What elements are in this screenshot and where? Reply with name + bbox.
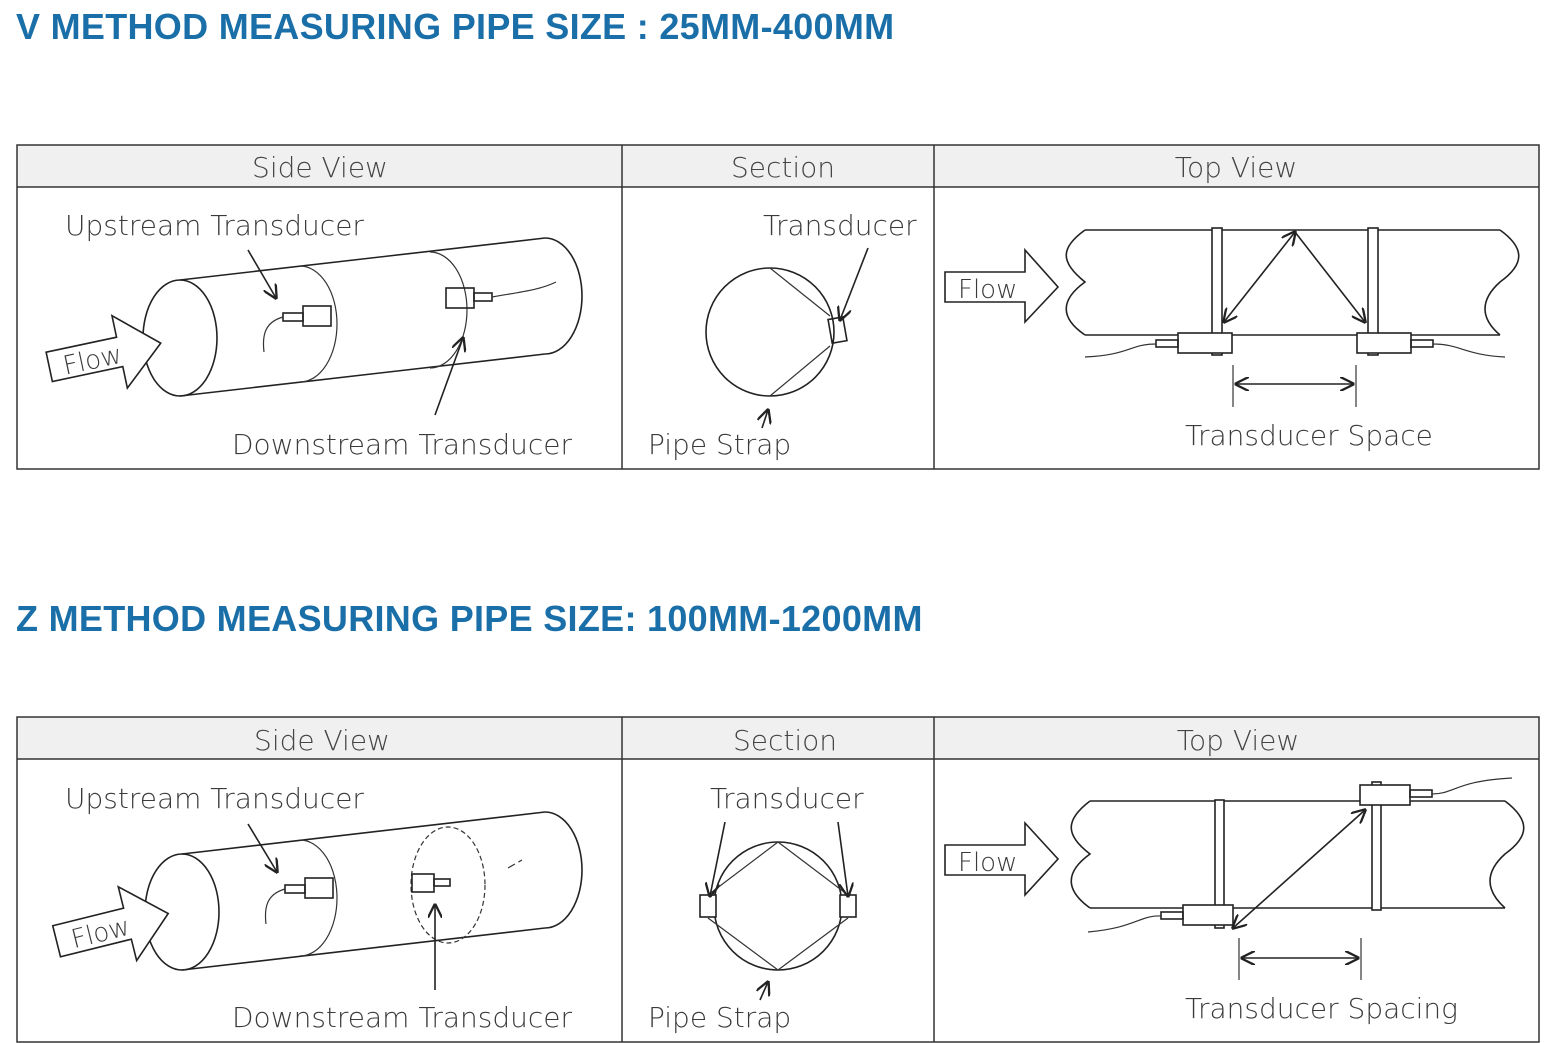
z-method-table: Side View Section Top View Flow Upstream…	[16, 716, 1540, 1043]
upstream-transducer-label: Upstream Transducer	[65, 782, 364, 815]
v-method-title: V METHOD MEASURING PIPE SIZE : 25MM-400M…	[16, 6, 895, 47]
flow-label: Flow	[60, 340, 124, 382]
upstream-transducer-label: Upstream Transducer	[65, 209, 364, 242]
downstream-transducer-icon	[445, 287, 475, 309]
transducer-icon	[699, 894, 717, 918]
downstream-transducer-icon	[411, 873, 435, 893]
z-method-title: Z METHOD MEASURING PIPE SIZE: 100MM-1200…	[16, 598, 923, 639]
flow-arrow-icon: Flow	[51, 885, 170, 963]
flow-arrow-icon: Flow	[944, 247, 1060, 325]
v-section-pipe	[705, 247, 869, 429]
transducer-label: Transducer	[763, 209, 917, 242]
z-section-pipe	[699, 821, 857, 1001]
z-top-view-pipe	[1070, 777, 1525, 980]
pipe-strap-label: Pipe Strap	[648, 428, 791, 461]
header-top-view: Top View	[1175, 151, 1298, 184]
v-side-view-pipe	[142, 237, 583, 416]
downstream-transducer-label: Downstream Transducer	[232, 1001, 572, 1034]
transducer-icon	[827, 316, 848, 345]
flow-arrow-icon: Flow	[944, 820, 1060, 898]
header-top-view: Top View	[1177, 724, 1300, 757]
upstream-transducer-icon	[302, 305, 332, 327]
flow-label: Flow	[958, 848, 1017, 878]
transducer-icon	[839, 894, 857, 918]
flow-label: Flow	[958, 275, 1017, 305]
z-side-view-pipe	[144, 811, 583, 990]
transducer-spacing-label: Transducer Space	[1185, 419, 1433, 452]
header-section: Section	[733, 724, 837, 757]
v-method-table: Side View Section Top View Flow Upstream…	[16, 144, 1540, 470]
flow-label: Flow	[68, 912, 133, 955]
downstream-transducer-label: Downstream Transducer	[232, 428, 572, 461]
pipe-strap-label: Pipe Strap	[648, 1001, 791, 1034]
header-side-view: Side View	[254, 724, 390, 757]
transducer-spacing-label: Transducer Spacing	[1185, 992, 1458, 1025]
flow-arrow-icon: Flow	[45, 314, 162, 390]
upstream-transducer-icon	[304, 877, 334, 899]
header-side-view: Side View	[252, 151, 388, 184]
header-section: Section	[731, 151, 835, 184]
v-top-view-pipe	[1065, 227, 1520, 407]
transducer-label: Transducer	[710, 782, 864, 815]
table-header-bg	[17, 145, 1539, 187]
